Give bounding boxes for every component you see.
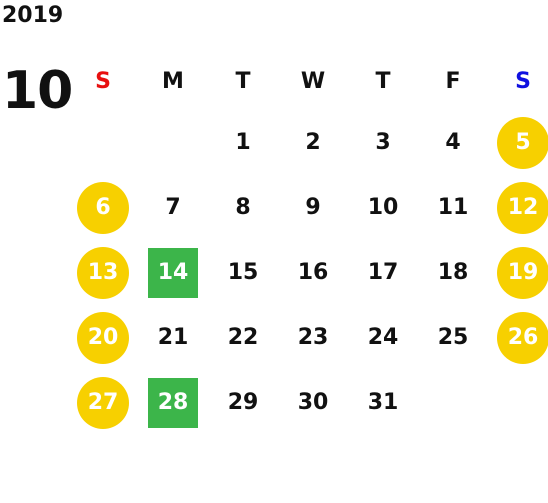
year-label: 2019 [2,3,64,28]
day-cell[interactable]: 18 [418,240,488,305]
day-number: 24 [367,325,399,350]
empty-cell [68,110,138,175]
weekend-day-number: 27 [77,376,129,429]
day-number: 3 [375,130,391,155]
holiday-day-number: 28 [148,377,198,428]
weekday-header: F [445,68,461,94]
day-number: 1 [235,130,251,155]
day-cell[interactable]: 7 [138,175,208,240]
day-number: 2 [305,130,321,155]
day-cell[interactable]: 15 [208,240,278,305]
day-cell[interactable]: 25 [418,305,488,370]
day-cell[interactable]: 31 [348,370,418,435]
day-cell[interactable]: 2 [278,110,348,175]
day-number: 11 [437,195,469,220]
day-cell[interactable]: 19 [488,240,548,305]
day-cell[interactable]: 11 [418,175,488,240]
day-number: 18 [437,260,469,285]
month-number: 10 [2,61,73,121]
day-cell[interactable]: 22 [208,305,278,370]
day-cell[interactable]: 17 [348,240,418,305]
day-cell[interactable]: 24 [348,305,418,370]
weekend-day-number: 13 [77,246,129,299]
weekend-day-number: 5 [497,116,548,169]
weekday-header: T [235,68,251,94]
day-cell[interactable]: 1 [208,110,278,175]
weekday-header: S [515,68,531,94]
day-cell[interactable]: 10 [348,175,418,240]
weekday-header: W [300,68,326,94]
empty-cell [418,370,488,435]
day-cell[interactable]: 29 [208,370,278,435]
day-cell[interactable]: 3 [348,110,418,175]
day-number: 8 [235,195,251,220]
day-cell[interactable]: 14 [138,240,208,305]
weekend-day-number: 26 [497,311,548,364]
day-cell[interactable]: 27 [68,370,138,435]
day-number: 31 [367,390,399,415]
empty-cell [488,370,548,435]
weekend-day-number: 6 [77,181,129,234]
day-cell[interactable]: 13 [68,240,138,305]
day-cell[interactable]: 30 [278,370,348,435]
weekend-day-number: 19 [497,246,548,299]
day-cell[interactable]: 21 [138,305,208,370]
day-cell[interactable]: 26 [488,305,548,370]
day-number: 9 [305,195,321,220]
day-cell[interactable]: 5 [488,110,548,175]
day-cell[interactable]: 9 [278,175,348,240]
day-cell[interactable]: 6 [68,175,138,240]
day-number: 22 [227,325,259,350]
day-number: 23 [297,325,329,350]
day-number: 15 [227,260,259,285]
day-number: 25 [437,325,469,350]
day-number: 30 [297,390,329,415]
day-cell[interactable]: 20 [68,305,138,370]
weekday-header: M [162,68,184,94]
weekend-day-number: 12 [497,181,548,234]
empty-cell [138,110,208,175]
day-cell[interactable]: 28 [138,370,208,435]
day-number: 10 [367,195,399,220]
day-cell[interactable]: 23 [278,305,348,370]
day-cell[interactable]: 4 [418,110,488,175]
holiday-day-number: 14 [148,247,198,298]
day-number: 17 [367,260,399,285]
weekday-header: S [95,68,111,94]
day-cell[interactable]: 16 [278,240,348,305]
day-cell[interactable]: 12 [488,175,548,240]
day-number: 4 [445,130,461,155]
day-number: 7 [165,195,181,220]
weekday-header: T [375,68,391,94]
day-number: 21 [157,325,189,350]
day-number: 29 [227,390,259,415]
day-cell[interactable]: 8 [208,175,278,240]
weekend-day-number: 20 [77,311,129,364]
day-number: 16 [297,260,329,285]
